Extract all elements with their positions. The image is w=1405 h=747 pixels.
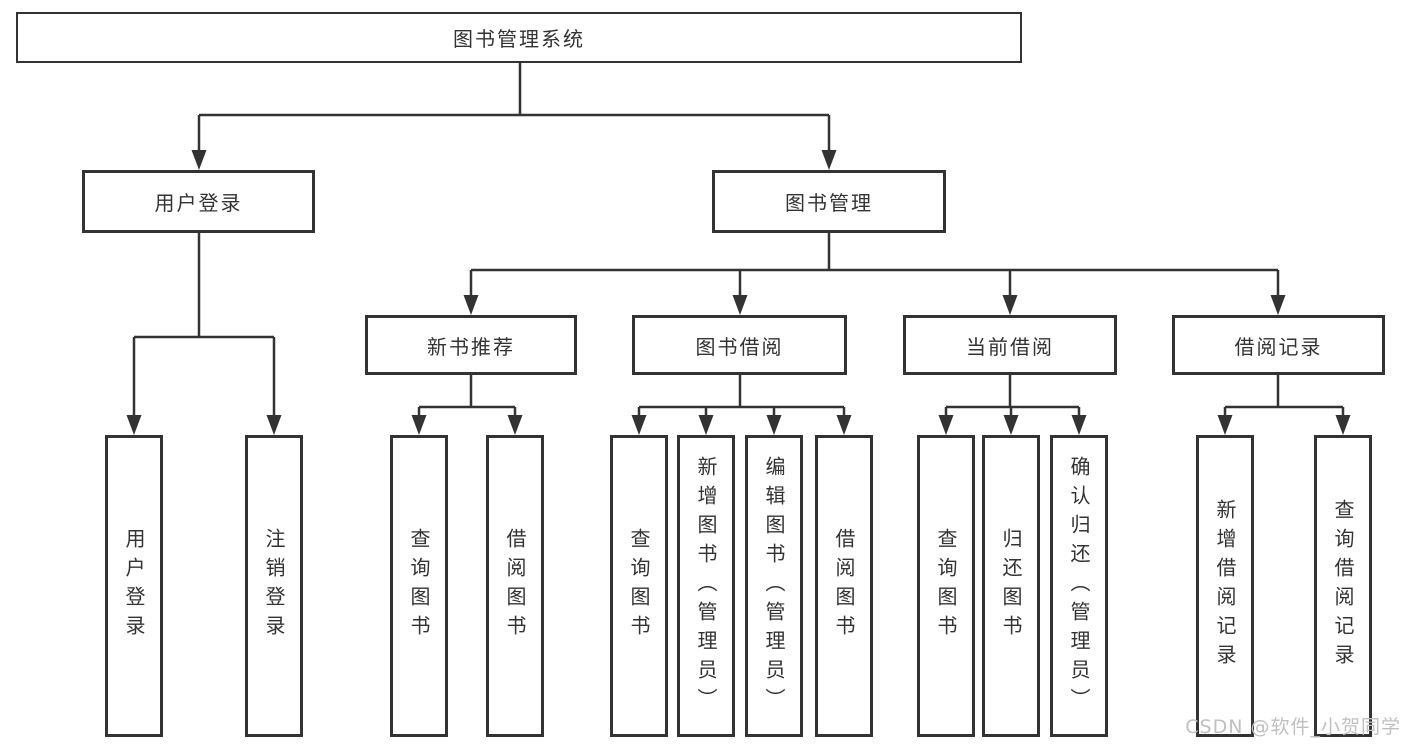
- leaf-label: 新增图书（管理员）: [694, 455, 718, 717]
- leaf-label: 查询图书: [407, 528, 431, 644]
- node-label: 用户登录: [154, 191, 243, 215]
- node-user-login: 用户登录: [82, 170, 315, 233]
- leaf-label: 借阅图书: [832, 528, 856, 644]
- leaf-label: 用户登录: [122, 528, 146, 644]
- leaf-label: 归还图书: [999, 528, 1023, 644]
- node-label: 借阅记录: [1234, 334, 1323, 359]
- node-label: 当前借阅: [966, 334, 1054, 359]
- node-library-management-system: 图书管理系统: [16, 12, 1022, 63]
- node-label: 图书管理: [785, 191, 873, 215]
- leaf-label: 注销登录: [262, 528, 286, 644]
- leaf-label: 确认归还（管理员）: [1067, 455, 1091, 717]
- leaf-label: 编辑图书（管理员）: [762, 455, 786, 717]
- node-book-management: 图书管理: [712, 170, 946, 233]
- leaf-label: 查询借阅记录: [1331, 499, 1355, 673]
- leaf-label: 新增借阅记录: [1213, 499, 1237, 673]
- node-current-borrowing: 当前借阅: [903, 315, 1117, 375]
- leaf-borrowing-query-books: 查询图书: [610, 435, 668, 737]
- node-book-borrowing: 图书借阅: [632, 315, 847, 375]
- leaf-recommend-borrow-books: 借阅图书: [486, 435, 544, 737]
- leaf-records-add-record: 新增借阅记录: [1196, 435, 1254, 737]
- leaf-records-query-record: 查询借阅记录: [1314, 435, 1372, 737]
- leaf-logout: 注销登录: [245, 435, 303, 737]
- node-label: 图书管理系统: [453, 27, 585, 51]
- node-new-book-recommendation: 新书推荐: [365, 315, 577, 375]
- leaf-borrowing-add-books-admin: 新增图书（管理员）: [677, 435, 735, 737]
- leaf-borrowing-borrow-books: 借阅图书: [815, 435, 873, 737]
- leaf-recommend-query-books: 查询图书: [390, 435, 448, 737]
- node-label: 图书借阅: [695, 334, 784, 359]
- leaf-user-login: 用户登录: [105, 435, 163, 737]
- node-label: 新书推荐: [427, 334, 515, 359]
- leaf-borrowing-edit-books-admin: 编辑图书（管理员）: [745, 435, 803, 737]
- arrowheads: [126, 150, 1351, 435]
- leaf-label: 查询图书: [934, 528, 958, 644]
- leaf-current-confirm-return-admin: 确认归还（管理员）: [1050, 435, 1108, 737]
- leaf-label: 查询图书: [627, 528, 651, 644]
- leaf-label: 借阅图书: [503, 528, 527, 644]
- leaf-current-query-books: 查询图书: [917, 435, 975, 737]
- node-borrowing-records: 借阅记录: [1172, 315, 1385, 375]
- leaf-current-return-books: 归还图书: [982, 435, 1040, 737]
